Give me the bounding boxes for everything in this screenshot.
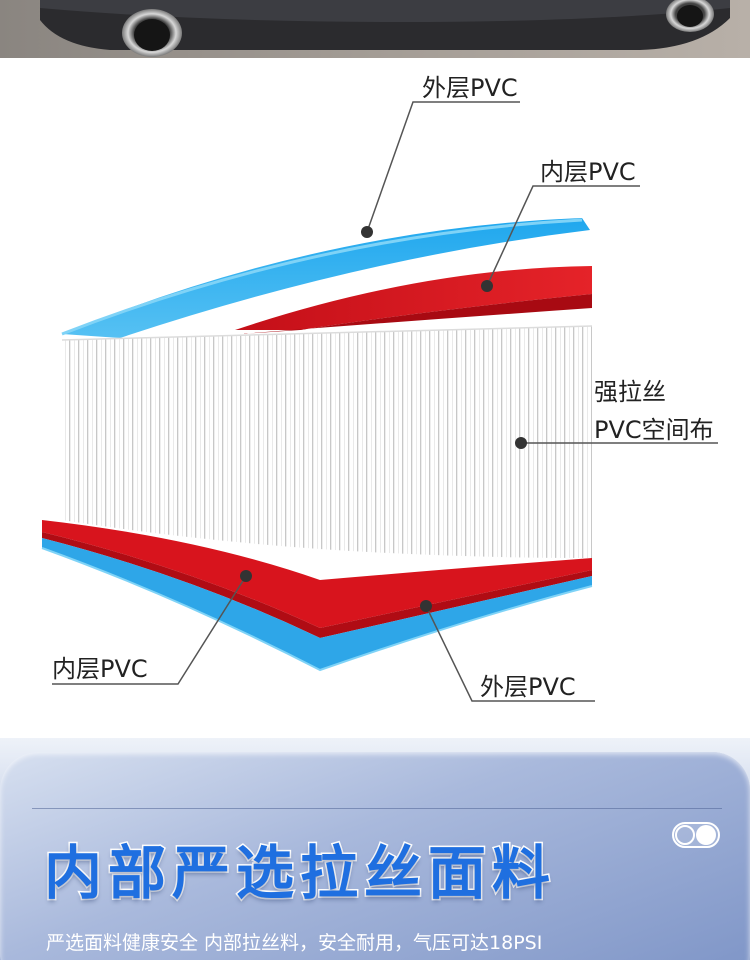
car-exhaust-photo xyxy=(0,0,750,58)
callout-outer-bottom xyxy=(420,600,595,702)
feature-banner: 内部严选拉丝面料 严选面料健康安全 内部拉丝料，安全耐用，气压可达18PSI xyxy=(0,738,750,960)
label-outer-pvc-top: 外层PVC xyxy=(422,74,518,102)
pvc-layer-diagram: 外层PVC 内层PVC 强拉丝 PVC空间布 内层PVC 外层PVC xyxy=(0,58,750,738)
drawstitch-core-layer xyxy=(61,325,593,558)
label-outer-pvc-bottom: 外层PVC xyxy=(480,673,576,701)
outer-pvc-bottom-layer xyxy=(41,538,593,672)
banner-divider xyxy=(32,808,722,809)
banner-panel xyxy=(0,752,750,960)
banner-subtitle: 严选面料健康安全 内部拉丝料，安全耐用，气压可达18PSI xyxy=(46,932,543,954)
callout-inner-top xyxy=(481,185,640,292)
callout-outer-top xyxy=(361,101,520,238)
label-core-line2: PVC空间布 xyxy=(594,416,714,444)
banner-title: 内部严选拉丝面料 xyxy=(42,839,557,907)
inner-pvc-bottom-layer xyxy=(42,520,592,638)
callout-core xyxy=(515,437,718,449)
label-inner-pvc-bottom: 内层PVC xyxy=(52,655,148,683)
layer-illustration xyxy=(41,101,718,702)
toggle-icon xyxy=(672,822,720,848)
callout-inner-bottom xyxy=(52,570,252,685)
label-inner-pvc-top: 内层PVC xyxy=(540,158,636,186)
inner-pvc-top-layer xyxy=(235,266,592,334)
label-core-line1: 强拉丝 xyxy=(594,378,666,406)
outer-pvc-top-layer xyxy=(61,218,590,338)
